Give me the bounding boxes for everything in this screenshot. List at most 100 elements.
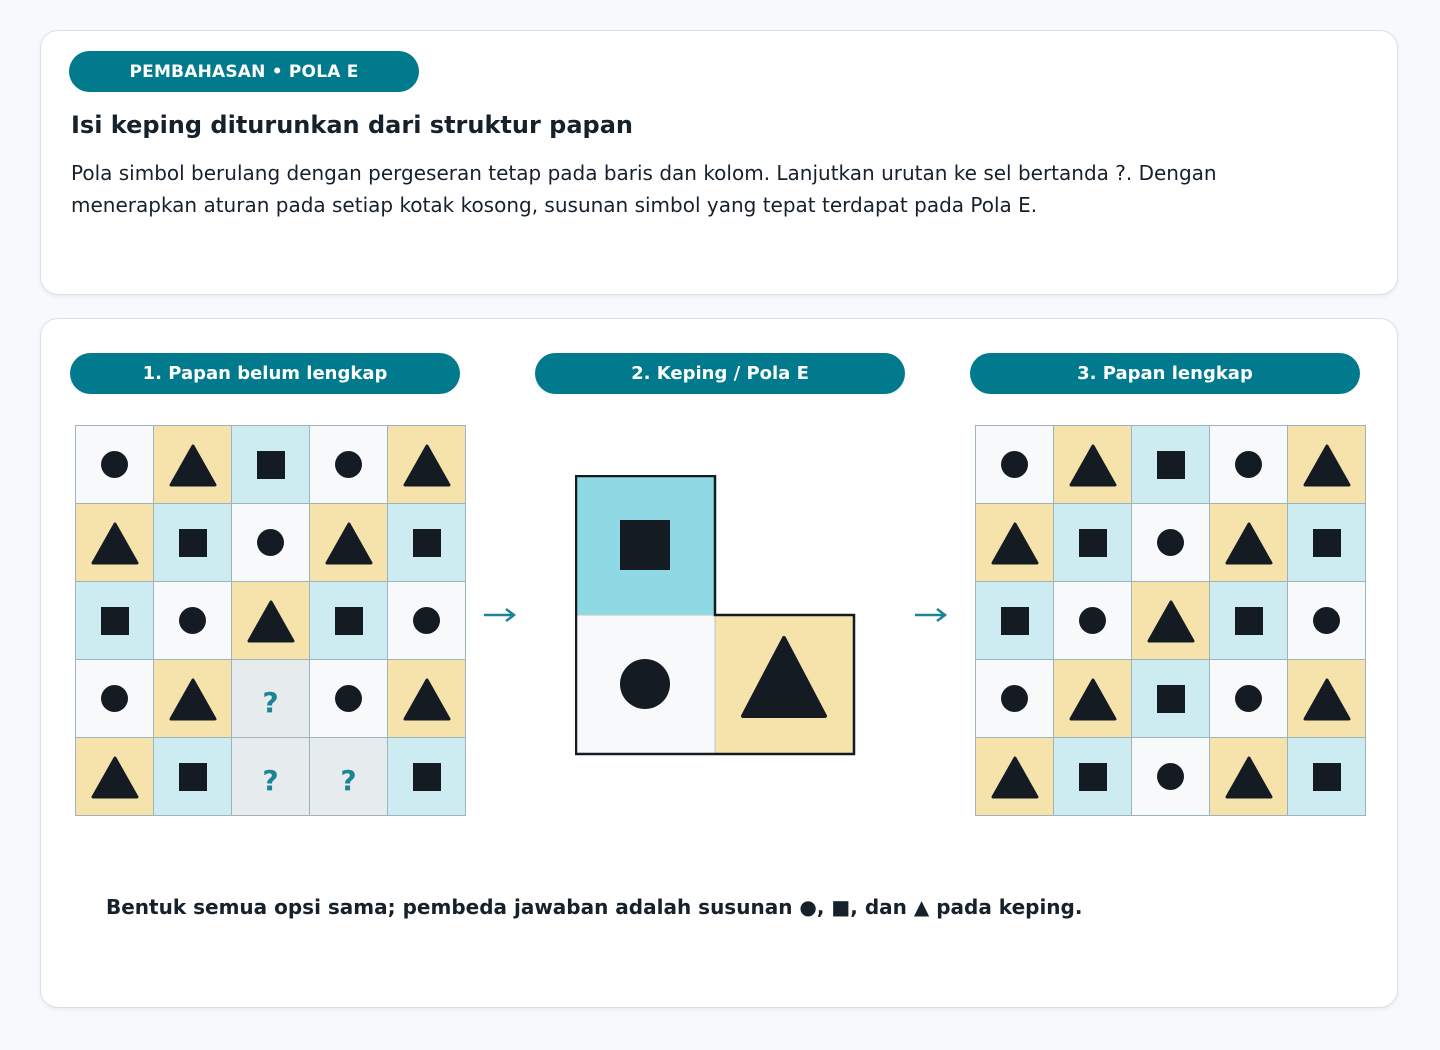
square-icon	[1156, 450, 1185, 479]
square-icon	[412, 528, 441, 557]
circle-icon	[1001, 451, 1028, 478]
complete-board	[975, 425, 1366, 816]
square-icon	[334, 606, 363, 635]
board-cell	[154, 660, 232, 738]
triangle-icon	[991, 522, 1038, 564]
page-title: Isi keping diturunkan dari struktur papa…	[71, 111, 634, 139]
missing-cell: ?	[232, 660, 310, 738]
board-cell	[388, 582, 466, 660]
explanation-card: PEMBAHASAN • POLA E Isi keping diturunka…	[40, 30, 1398, 295]
board-cell	[232, 504, 310, 582]
triangle-icon	[91, 522, 138, 564]
board-cell	[1054, 504, 1132, 582]
board-cell	[1054, 660, 1132, 738]
board-cell	[388, 660, 466, 738]
triangle-icon	[1225, 522, 1272, 564]
board-cell	[1132, 738, 1210, 816]
board-cell	[1288, 582, 1366, 660]
step-label-incomplete-board: 1. Papan belum lengkap	[70, 353, 460, 394]
missing-cell: ?	[310, 738, 388, 816]
board-cell	[310, 582, 388, 660]
question-mark: ?	[340, 763, 357, 797]
board-cell	[388, 738, 466, 816]
board-cell	[76, 504, 154, 582]
circle-icon	[1157, 763, 1184, 790]
board-cell	[1132, 582, 1210, 660]
square-icon	[178, 762, 207, 791]
board-cell	[232, 582, 310, 660]
section-tag: PEMBAHASAN • POLA E	[69, 51, 419, 92]
square-icon	[1234, 606, 1263, 635]
diagram-card: 1. Papan belum lengkap 2. Keping / Pola …	[40, 318, 1398, 1008]
circle-icon	[257, 529, 284, 556]
triangle-icon	[1303, 444, 1350, 486]
triangle-icon	[741, 636, 827, 718]
square-icon	[256, 450, 285, 479]
description-text: Pola simbol berulang dengan pergeseran t…	[71, 161, 1217, 217]
board-cell	[76, 426, 154, 504]
board-cell	[1210, 660, 1288, 738]
circle-icon	[335, 685, 362, 712]
square-icon	[1156, 684, 1185, 713]
square-icon	[1078, 762, 1107, 791]
circle-icon	[620, 659, 670, 709]
board-cell	[1288, 426, 1366, 504]
board-cell	[976, 504, 1054, 582]
board-cell	[1054, 426, 1132, 504]
triangle-icon	[1069, 678, 1116, 720]
board-cell	[1132, 426, 1210, 504]
triangle-icon	[403, 678, 450, 720]
board-cell	[154, 426, 232, 504]
board-cell	[154, 504, 232, 582]
circle-icon	[335, 451, 362, 478]
board-cell	[1210, 426, 1288, 504]
square-icon	[1312, 762, 1341, 791]
board-cell	[388, 426, 466, 504]
circle-icon	[179, 607, 206, 634]
board-cell	[76, 738, 154, 816]
square-icon	[620, 520, 670, 570]
circle-icon	[1079, 607, 1106, 634]
board-cell	[154, 582, 232, 660]
arrow-right-icon	[484, 608, 517, 622]
board-cell	[76, 582, 154, 660]
board-cell	[388, 504, 466, 582]
board-cell	[1288, 738, 1366, 816]
triangle-icon	[1225, 756, 1272, 798]
circle-icon	[101, 685, 128, 712]
triangle-icon	[169, 678, 216, 720]
circle-icon	[101, 451, 128, 478]
board-cell	[1288, 660, 1366, 738]
board-cell	[232, 426, 310, 504]
incomplete-board: ???	[75, 425, 466, 816]
triangle-icon	[1147, 600, 1194, 642]
triangle-icon	[169, 444, 216, 486]
board-cell	[1210, 504, 1288, 582]
board-cell	[1132, 504, 1210, 582]
square-icon	[1312, 528, 1341, 557]
board-cell	[154, 738, 232, 816]
triangle-icon	[403, 444, 450, 486]
board-cell	[976, 426, 1054, 504]
board-cell	[1054, 738, 1132, 816]
missing-cell: ?	[232, 738, 310, 816]
piece-pola-e	[575, 475, 856, 756]
circle-icon	[1313, 607, 1340, 634]
board-cell	[76, 660, 154, 738]
square-icon	[1078, 528, 1107, 557]
triangle-icon	[325, 522, 372, 564]
board-cell	[976, 660, 1054, 738]
board-cell	[976, 738, 1054, 816]
square-icon	[412, 762, 441, 791]
board-cell	[1210, 582, 1288, 660]
circle-icon	[1235, 451, 1262, 478]
board-cell	[310, 504, 388, 582]
square-icon	[178, 528, 207, 557]
triangle-icon	[1069, 444, 1116, 486]
square-icon	[1000, 606, 1029, 635]
arrow-right-icon	[915, 608, 948, 622]
step-label-piece: 2. Keping / Pola E	[535, 353, 905, 394]
board-cell	[1132, 660, 1210, 738]
board-cell	[1054, 582, 1132, 660]
question-mark: ?	[262, 685, 279, 719]
